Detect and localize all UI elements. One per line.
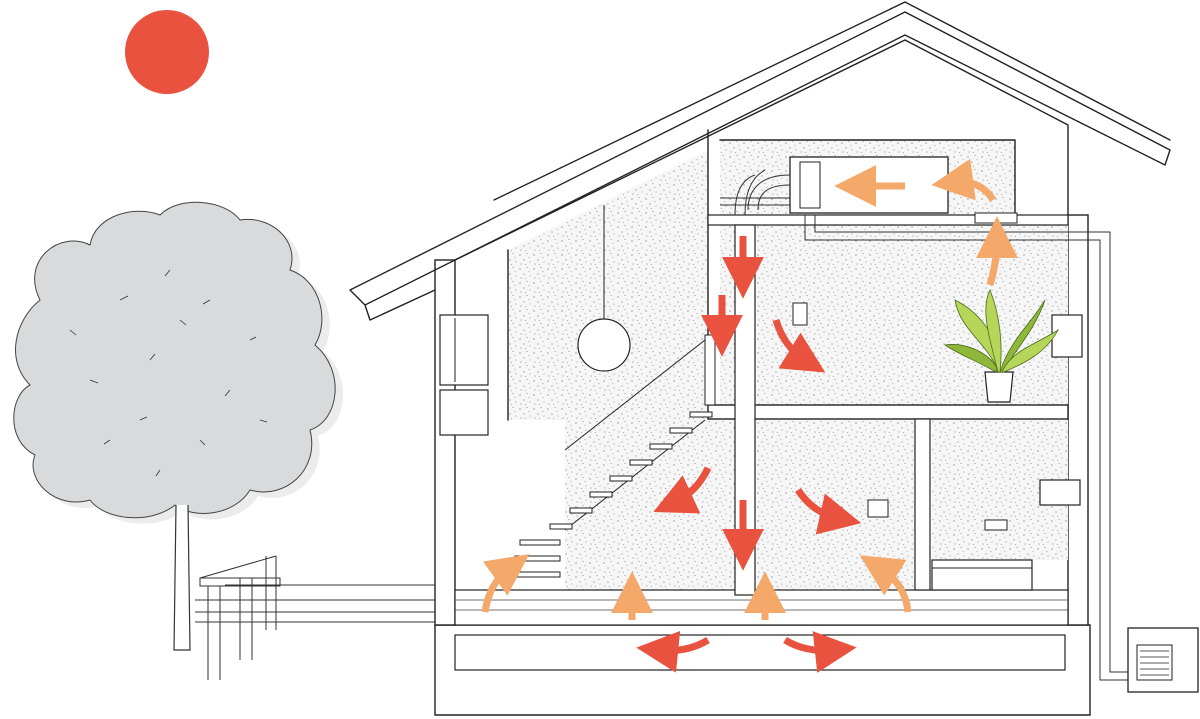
cool-air-arrow	[859, 555, 912, 613]
warm-air-arrow	[783, 631, 857, 673]
tree-icon	[13, 201, 344, 651]
warm-air-arrow	[795, 487, 862, 535]
cool-air-arrow	[931, 158, 997, 202]
outdoor-unit-icon	[1127, 627, 1199, 693]
cool-air-arrows	[481, 158, 1018, 620]
plant-icon	[943, 289, 1060, 403]
cool-air-arrow	[975, 216, 1018, 286]
pendant-lamp-icon	[577, 205, 631, 372]
cool-air-arrow	[481, 554, 530, 613]
warm-air-arrow	[653, 466, 712, 514]
warm-air-arrow	[772, 318, 826, 373]
house-shell	[349, 1, 1171, 716]
warm-air-arrows	[636, 236, 862, 673]
deck	[195, 555, 445, 680]
warm-air-arrow	[636, 630, 710, 673]
sun-icon	[125, 10, 209, 94]
